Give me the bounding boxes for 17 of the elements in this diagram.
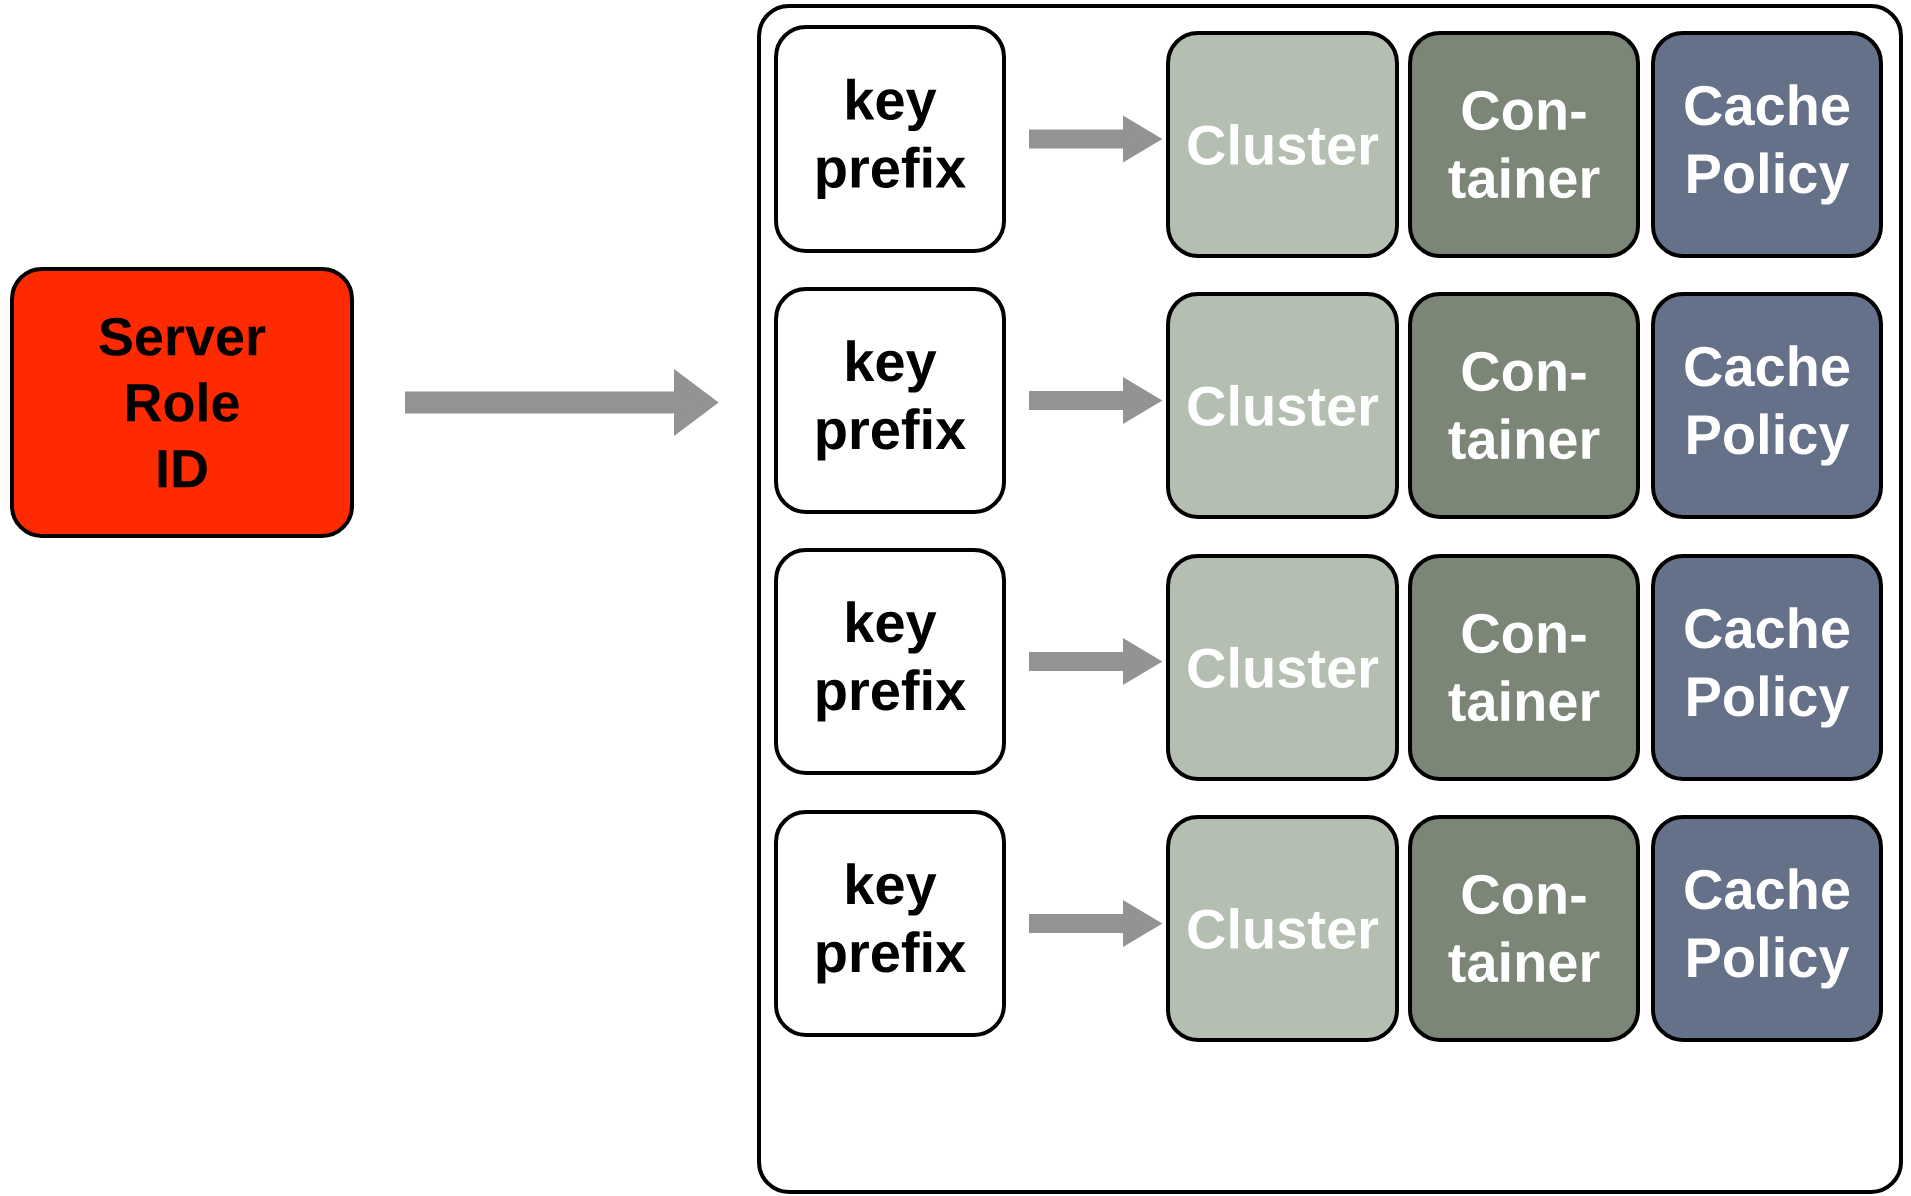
cache-policy-box: Cache Policy: [1651, 815, 1883, 1042]
container-box: Con- tainer: [1408, 554, 1640, 781]
key-prefix-box: key prefix: [774, 548, 1006, 775]
cache-policy-box: Cache Policy: [1651, 292, 1883, 519]
cluster-box: Cluster: [1166, 30, 1399, 258]
container-box: Con- tainer: [1408, 30, 1640, 258]
cache-policy-box: Cache Policy: [1651, 30, 1883, 258]
key-prefix-box: key prefix: [774, 810, 1006, 1037]
cluster-box: Cluster: [1166, 292, 1399, 519]
key-prefix-box: key prefix: [774, 287, 1006, 514]
cluster-box: Cluster: [1166, 554, 1399, 781]
cache-policy-box: Cache Policy: [1651, 554, 1883, 781]
server-box: Server Role ID: [10, 267, 354, 538]
container-box: Con- tainer: [1408, 815, 1640, 1042]
cluster-box: Cluster: [1166, 815, 1399, 1042]
container-box: Con- tainer: [1408, 292, 1640, 519]
key-prefix-box: key prefix: [774, 25, 1006, 253]
